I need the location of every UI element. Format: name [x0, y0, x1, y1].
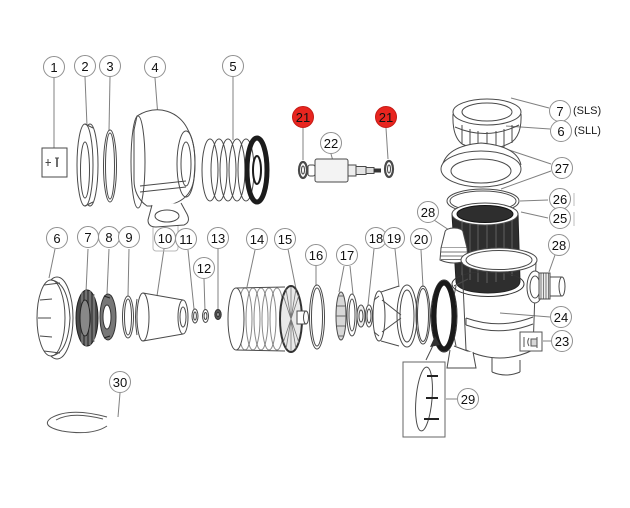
- callout-9[interactable]: 9: [118, 226, 140, 248]
- part-10-sleeve-drawing: [135, 292, 189, 342]
- part-3-oring-drawing: [103, 129, 117, 203]
- part-24-tank-drawing: [430, 247, 544, 376]
- callout-5[interactable]: 5: [222, 55, 244, 77]
- callout-15[interactable]: 15: [274, 228, 296, 250]
- part-27-lid-drawing: [440, 142, 522, 188]
- part-22-rotor-drawing: [307, 158, 381, 183]
- part-21-bearing-left-drawing: [297, 160, 309, 180]
- callout-18[interactable]: 18: [365, 227, 387, 249]
- callout-7[interactable]: 7: [77, 226, 99, 248]
- part-17-seal-drawing: [335, 291, 366, 341]
- part-7-6-lockring-drawing: [452, 98, 522, 152]
- callout-11[interactable]: 11: [175, 228, 197, 250]
- callout-19[interactable]: 19: [383, 227, 405, 249]
- part-1-drawing: [41, 147, 68, 178]
- part-19-diffuser-drawing: [372, 284, 418, 348]
- callout-12[interactable]: 12: [193, 257, 215, 279]
- callout-20[interactable]: 20: [410, 228, 432, 250]
- part-14-impeller-drawing: [227, 285, 303, 353]
- part-7-ring-drawing: [75, 289, 99, 347]
- part-9-oring-drawing: [122, 295, 134, 339]
- callout-3[interactable]: 3: [99, 55, 121, 77]
- callout-7-suffix-label: (SLS): [573, 105, 602, 117]
- part-6-ring-drawing: [36, 276, 74, 360]
- callout-4[interactable]: 4: [144, 56, 166, 78]
- part-18-washer-drawing: [365, 304, 373, 328]
- callout-13[interactable]: 13: [207, 227, 229, 249]
- callout-8[interactable]: 8: [98, 226, 120, 248]
- part-16-oring-drawing: [309, 284, 325, 350]
- callout-22[interactable]: 22: [320, 132, 342, 154]
- callout-7-sls[interactable]: 7: [549, 100, 571, 122]
- part-8-disc-drawing: [99, 293, 117, 341]
- part-2-drawing: [76, 123, 99, 207]
- callout-27[interactable]: 27: [551, 157, 573, 179]
- callout-2[interactable]: 2: [74, 55, 96, 77]
- callout-14[interactable]: 14: [246, 228, 268, 250]
- callout-1[interactable]: 1: [43, 56, 65, 78]
- part-12-washer-drawing: [202, 309, 209, 323]
- part-11-washer-drawing: [191, 308, 199, 324]
- callout-16[interactable]: 16: [305, 244, 327, 266]
- callout-25[interactable]: 25: [549, 207, 571, 229]
- part-29-box-drawing: [402, 336, 446, 438]
- leader-lines: [48, 76, 575, 418]
- callout-30[interactable]: 30: [109, 371, 131, 393]
- part-28-fitting-drawing: [538, 272, 566, 300]
- callout-21-right[interactable]: 21: [375, 106, 397, 128]
- callout-21-left[interactable]: 21: [292, 106, 314, 128]
- part-5-drawing: [201, 135, 270, 205]
- callout-29[interactable]: 29: [457, 388, 479, 410]
- callout-28-top[interactable]: 28: [417, 201, 439, 223]
- part-20-oring-drawing: [415, 285, 431, 345]
- callout-6[interactable]: 6: [46, 227, 68, 249]
- part-30-wire-drawing: [46, 411, 108, 434]
- callout-17[interactable]: 17: [336, 244, 358, 266]
- part-15-shaft-nub-drawing: [296, 310, 309, 325]
- part-23-box-drawing: [519, 331, 543, 352]
- callout-10[interactable]: 10: [154, 227, 176, 249]
- callout-6-sll[interactable]: 6: [550, 120, 572, 142]
- part-4-drawing: [130, 109, 196, 228]
- callout-28-right[interactable]: 28: [548, 234, 570, 256]
- callout-24[interactable]: 24: [550, 306, 572, 328]
- part-13-nut-drawing: [214, 309, 222, 320]
- part-21-bearing-right-drawing: [383, 159, 395, 179]
- callout-23[interactable]: 23: [551, 330, 573, 352]
- callout-6-suffix-label: (SLL): [574, 125, 601, 137]
